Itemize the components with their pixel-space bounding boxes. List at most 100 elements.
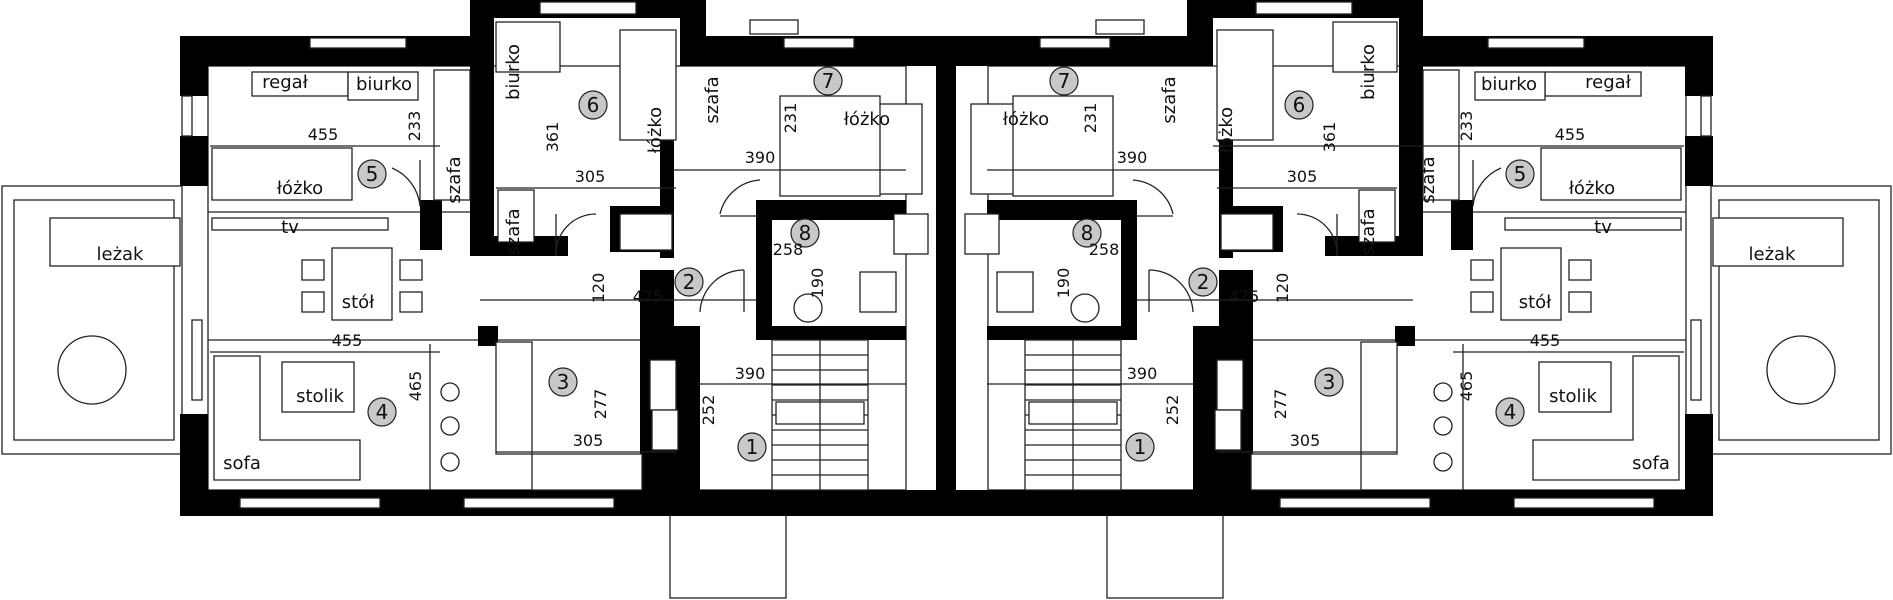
dimension-label: 390 [735, 364, 766, 383]
room-number: 6 [578, 90, 608, 120]
svg-text:8: 8 [1081, 221, 1094, 245]
svg-text:1: 1 [1134, 435, 1147, 459]
room-number: 3 [548, 367, 578, 397]
furniture-label: stół [342, 292, 375, 313]
svg-text:2: 2 [683, 270, 696, 294]
room-number: 5 [1505, 159, 1535, 189]
room-number: 1 [1125, 432, 1155, 462]
furniture-label: łóżko [645, 107, 666, 153]
dimension-label: 475 [633, 287, 664, 306]
furniture-label: regał [1585, 72, 1632, 93]
dimension-label: 120 [1273, 273, 1292, 304]
svg-text:5: 5 [1514, 162, 1527, 186]
room-number: 6 [1284, 90, 1314, 120]
dimension-label: 231 [781, 103, 800, 134]
furniture-label: sofa [223, 453, 261, 474]
room-number: 4 [1495, 397, 1525, 427]
svg-text:4: 4 [1504, 400, 1517, 424]
room-number: 2 [674, 267, 704, 297]
furniture-left [49, 21, 929, 491]
furniture-label: stolik [296, 386, 344, 407]
svg-text:2: 2 [1197, 270, 1210, 294]
svg-text:1: 1 [746, 435, 759, 459]
dimension-label: 455 [308, 125, 339, 144]
doors [391, 160, 1502, 313]
dimension-label: 277 [591, 389, 610, 420]
room-number: 7 [1049, 66, 1079, 96]
room-number: 1 [737, 432, 767, 462]
staircase [1024, 339, 1122, 491]
dimension-label: 305 [575, 167, 606, 186]
staircases [771, 339, 1122, 491]
dimension-label: 455 [1530, 331, 1561, 350]
svg-text:3: 3 [1323, 370, 1336, 394]
dimension-label: 120 [589, 273, 608, 304]
furniture-label: tv [1594, 217, 1612, 238]
dimension-label: 190 [808, 268, 827, 299]
dimension-label: 190 [1054, 268, 1073, 299]
furniture-label: łóżko [1569, 178, 1615, 199]
furniture-label: biurko [503, 44, 524, 100]
dimension-label: 258 [773, 240, 804, 259]
furniture-label: łóżko [1003, 109, 1049, 130]
svg-text:6: 6 [1293, 93, 1306, 117]
room-number: 5 [357, 159, 387, 189]
terraces [1, 185, 1892, 599]
furniture-label: stół [1519, 292, 1552, 313]
furniture-label: biurko [1358, 44, 1379, 100]
dimension-label: 305 [573, 431, 604, 450]
dimension-label: 231 [1081, 103, 1100, 134]
room-number: 8 [790, 218, 820, 248]
svg-text:3: 3 [557, 370, 570, 394]
furniture-label: biurko [1481, 74, 1537, 95]
dimension-label: 252 [1163, 395, 1182, 426]
svg-text:4: 4 [376, 400, 389, 424]
dimension-label: 465 [406, 371, 425, 402]
furniture-label: leżak [97, 244, 145, 265]
furniture-label: biurko [356, 74, 412, 95]
dimension-label: 233 [405, 111, 424, 142]
furniture-label: stolik [1549, 386, 1597, 407]
room-labels: regał biurko łóżko szafa tv stół stolik sofa leż… [97, 44, 1797, 474]
dimension-label: 475 [1229, 287, 1260, 306]
furniture-label: szafa [702, 76, 723, 123]
dimension-label: 390 [1127, 364, 1158, 383]
dimension-label: 390 [1117, 148, 1148, 167]
furniture-label: szafa [444, 156, 465, 203]
room-number: 2 [1188, 267, 1218, 297]
svg-text:5: 5 [366, 162, 379, 186]
windows [181, 1, 1712, 509]
dimension-lines [210, 145, 1684, 490]
dimension-label: 277 [1271, 389, 1290, 420]
dimension-label: 361 [543, 122, 562, 153]
furniture-label: leżak [1749, 244, 1797, 265]
svg-text:6: 6 [587, 93, 600, 117]
dimension-label: 390 [745, 148, 776, 167]
staircase [771, 339, 869, 491]
dimension-label: 361 [1320, 122, 1339, 153]
furniture-label: regał [262, 72, 309, 93]
room-number: 7 [813, 66, 843, 96]
svg-text:8: 8 [799, 221, 812, 245]
furniture-label: łóżko [844, 109, 890, 130]
dimension-label: 252 [699, 395, 718, 426]
furniture-label: szafa [1418, 156, 1439, 203]
furniture-label: sofa [1632, 453, 1670, 474]
furniture-label: tv [281, 217, 299, 238]
dimension-label: 305 [1287, 167, 1318, 186]
svg-text:7: 7 [1058, 69, 1071, 93]
svg-text:7: 7 [822, 69, 835, 93]
room-number: 4 [367, 397, 397, 427]
dimension-label: 305 [1290, 431, 1321, 450]
room-number: 8 [1072, 218, 1102, 248]
room-number: 3 [1314, 367, 1344, 397]
room-numbers: 1 2 3 4 5 6 7 8 1 2 3 4 5 6 7 8 [357, 66, 1535, 462]
furniture-right [964, 21, 1844, 491]
dimension-label: 258 [1089, 240, 1120, 259]
furniture-label: szafa [1358, 208, 1379, 255]
furniture-label: szafa [1159, 76, 1180, 123]
dimension-label: 455 [1555, 125, 1586, 144]
furniture-label: łóżko [277, 178, 323, 199]
